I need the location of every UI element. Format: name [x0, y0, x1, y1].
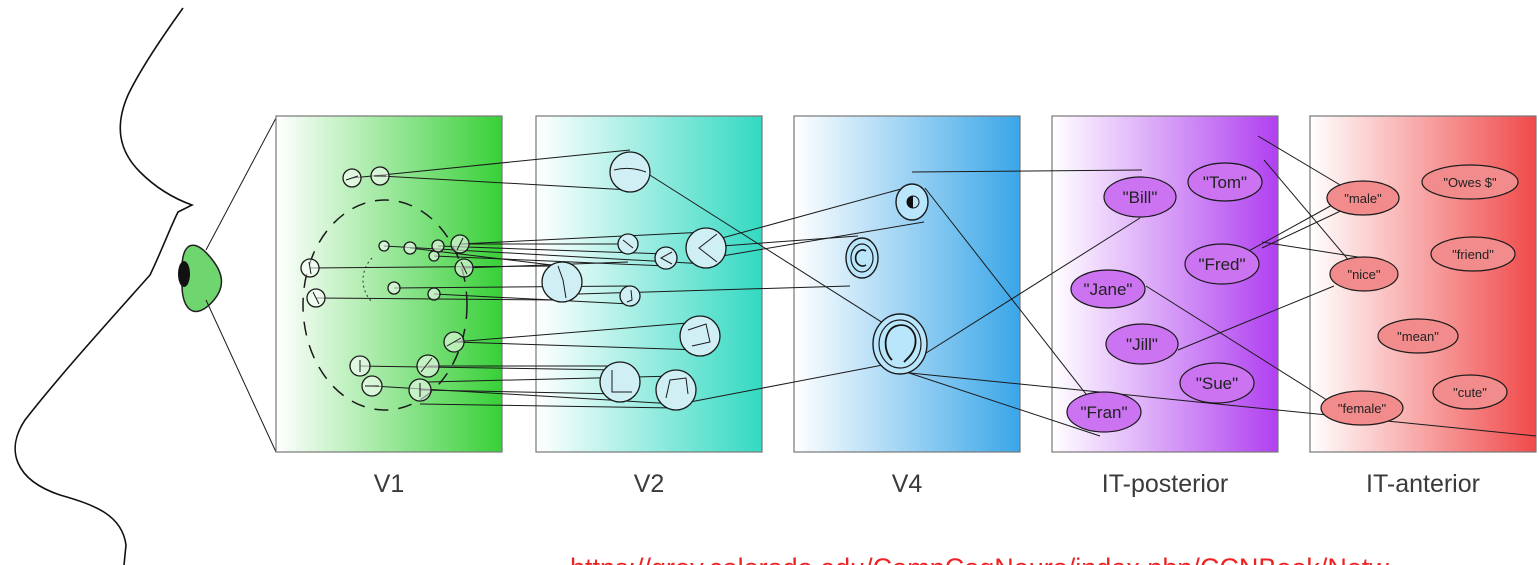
face-profile-icon — [14, 7, 195, 565]
itp-node: "Fran" — [1066, 391, 1142, 433]
ita-node-label: "Owes $" — [1443, 175, 1497, 190]
itp-node-label: "Fran" — [1080, 403, 1127, 422]
v1-units — [300, 166, 474, 402]
itp-ita-connections — [1145, 135, 1365, 403]
eye-projection-bottom — [205, 299, 277, 453]
eye-projection-top — [205, 117, 277, 251]
area-label-v2: V2 — [634, 470, 665, 498]
itp-node-label: "Fred" — [1198, 255, 1245, 274]
itp-node: "Jane" — [1070, 269, 1146, 309]
ita-node: "cute" — [1432, 374, 1508, 410]
v2-units — [541, 151, 727, 411]
it-posterior-nodes: "Tom" "Bill" "Fred" "Jane" "Jill" "Sue" … — [1066, 162, 1263, 433]
itp-node-label: "Tom" — [1203, 173, 1247, 192]
v4-panel — [793, 115, 1021, 453]
ita-node-label: "friend" — [1452, 247, 1494, 262]
ita-node-label: "female" — [1338, 401, 1387, 416]
area-label-it-anterior: IT-anterior — [1366, 470, 1480, 498]
ita-node: "female" — [1320, 390, 1404, 426]
itp-node: "Tom" — [1187, 162, 1263, 202]
ita-node: "friend" — [1430, 236, 1516, 272]
v4-itp-connections — [899, 169, 1537, 437]
itp-node-label: "Sue" — [1196, 374, 1238, 393]
area-label-v4: V4 — [892, 470, 923, 498]
itp-node-label: "Jane" — [1084, 280, 1133, 299]
ita-node-label: "cute" — [1453, 385, 1487, 400]
it-anterior-nodes: "Owes $" "male" "friend" "nice" "mean" "… — [1320, 164, 1519, 426]
ita-node-label: "male" — [1344, 191, 1382, 206]
ita-node: "Owes $" — [1421, 164, 1519, 200]
source-url-link[interactable]: https://grey.colorado.edu/CompCogNeuro/i… — [570, 553, 1389, 565]
itp-node: "Fred" — [1184, 243, 1260, 285]
ita-node: "nice" — [1329, 256, 1399, 292]
ita-node: "mean" — [1377, 318, 1459, 354]
itp-node-label: "Jill" — [1126, 335, 1158, 354]
v1-face-outline — [302, 199, 468, 411]
area-label-v1: V1 — [374, 470, 405, 498]
area-label-it-posterior: IT-posterior — [1102, 470, 1228, 498]
v4-units — [845, 183, 929, 375]
itp-node: "Jill" — [1105, 323, 1179, 365]
itp-node-label: "Bill" — [1123, 188, 1158, 207]
itp-node: "Sue" — [1179, 362, 1255, 404]
v2-v4-connections — [577, 171, 925, 403]
eye-icon — [178, 244, 223, 313]
itp-node: "Bill" — [1103, 176, 1177, 218]
ita-node-label: "nice" — [1347, 267, 1380, 282]
ita-node-label: "mean" — [1397, 329, 1439, 344]
ita-node: "male" — [1326, 180, 1400, 216]
